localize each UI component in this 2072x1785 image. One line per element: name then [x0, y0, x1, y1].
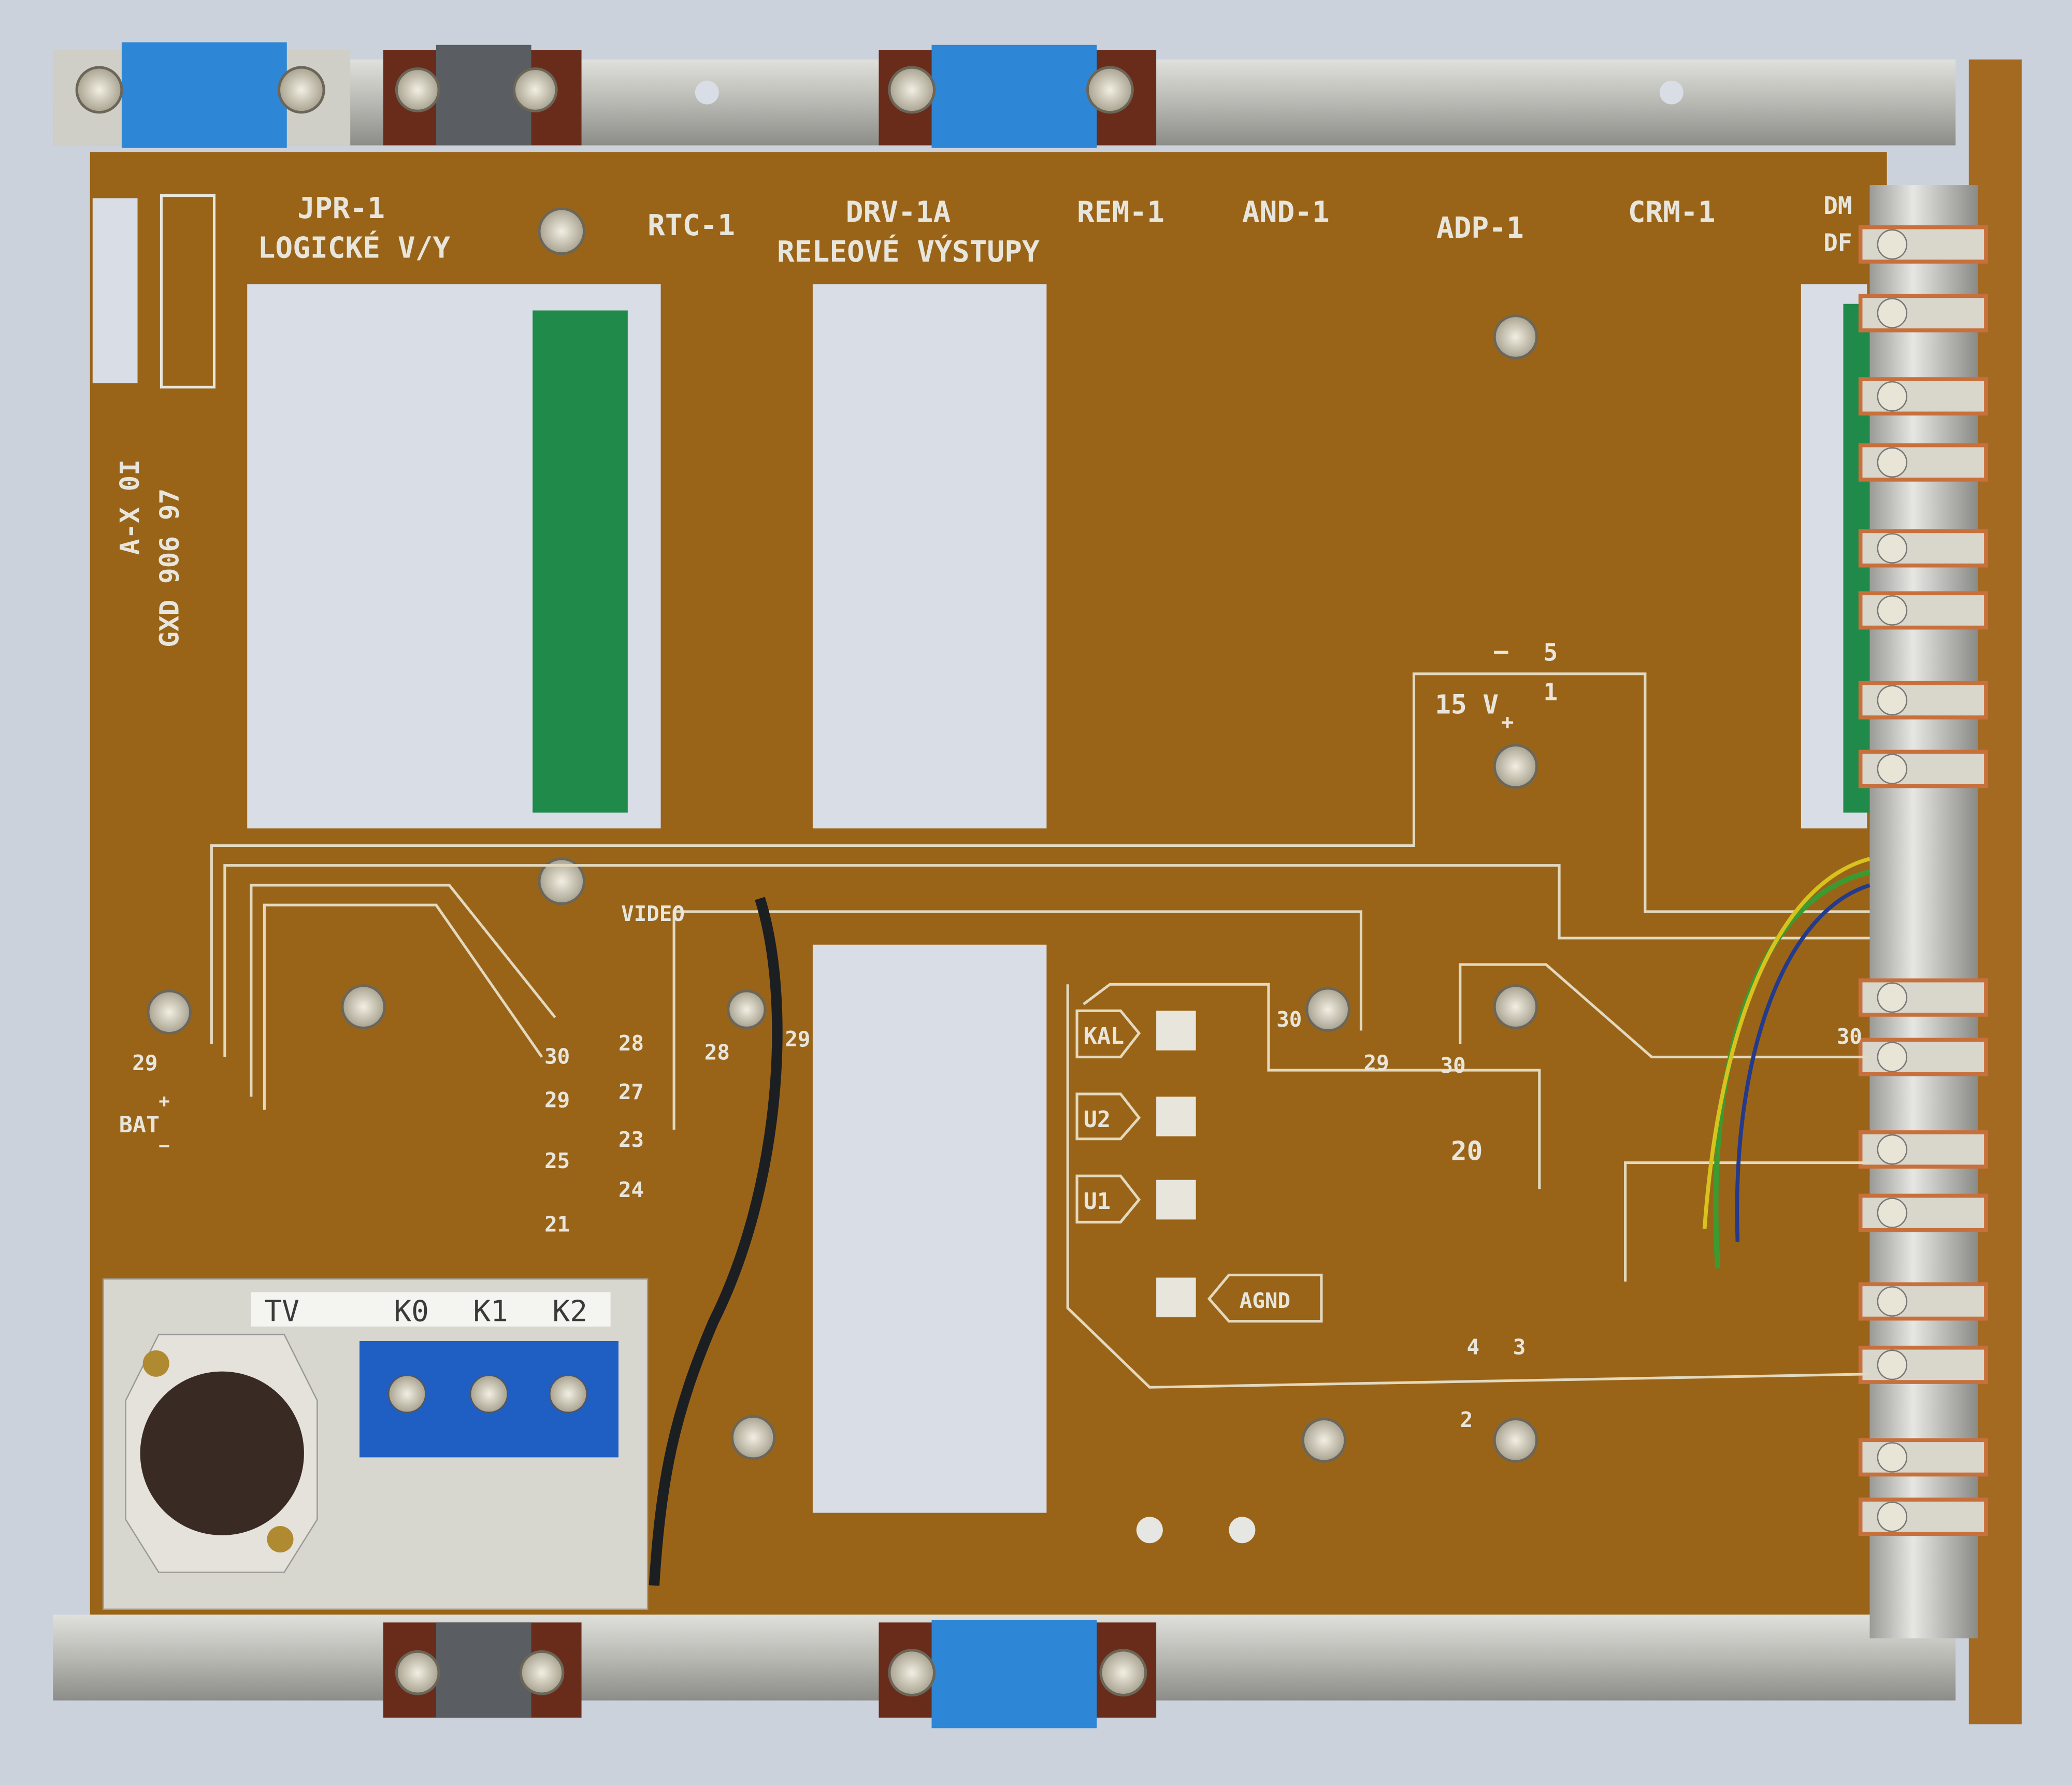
tab-screw: [1877, 1286, 1908, 1317]
label-relay: RELEOVÉ VÝSTUPY: [777, 234, 1040, 269]
tab-screw: [1877, 533, 1908, 564]
mounting-hole: [1659, 80, 1684, 105]
label-dm: DM: [1823, 192, 1852, 220]
tab-screw: [1877, 1349, 1908, 1380]
copper-tabs: [1858, 225, 1988, 1536]
tab-screw: [1877, 1134, 1908, 1165]
pin-label: 29: [132, 1050, 157, 1075]
pin-label: 24: [618, 1177, 644, 1202]
revision-mark: A-X 0I: [115, 459, 146, 555]
label-video: VIDEO: [621, 901, 685, 926]
terminal-label-k2: K2: [552, 1295, 587, 1329]
copper-tab: [1858, 529, 1988, 568]
label-bat: BAT: [119, 1112, 160, 1138]
tab-screw: [1877, 381, 1908, 412]
power-plus: +: [1501, 710, 1514, 735]
terminal-label-tv: TV: [264, 1295, 299, 1329]
tab-screw: [1877, 1198, 1908, 1228]
pin-label: 30: [1441, 1053, 1466, 1078]
pin-label: 29: [1364, 1050, 1389, 1075]
terminal-label-k1: K1: [473, 1295, 508, 1329]
terminal-screws[interactable]: [387, 1375, 588, 1413]
front-bar: [1869, 185, 1978, 1638]
pin-label: 2: [1460, 1407, 1473, 1432]
pin-label: 3: [1513, 1334, 1526, 1359]
label-bat-minus: −: [159, 1135, 169, 1157]
tab-screw: [1877, 298, 1908, 328]
screws: [75, 66, 1538, 1697]
part-number: GXD 906 97: [155, 488, 185, 647]
label-u1: U1: [1084, 1189, 1111, 1215]
tab-screw: [1877, 1501, 1908, 1532]
power-pin-1: 1: [1543, 678, 1558, 706]
pin-label: 27: [618, 1079, 644, 1104]
mounting-hole: [695, 80, 719, 105]
label-logic: LOGICKÉ V/Y: [258, 229, 451, 265]
tab-screw: [1877, 1042, 1908, 1072]
pin-label: 29: [785, 1027, 810, 1052]
label-u2: U2: [1084, 1107, 1111, 1133]
pin-label: 25: [544, 1148, 570, 1173]
tape-strips: [121, 42, 1097, 1729]
pin-label: 28: [704, 1040, 730, 1065]
din-socket[interactable]: [140, 1371, 304, 1535]
pin-numbers: 29 30 28 29 27 25 23 21 24 28 29 30 29 3…: [132, 1007, 1862, 1432]
copper-traces: [210, 672, 1870, 1389]
tab-screw: [1877, 447, 1908, 478]
signal-pads: [1156, 1011, 1196, 1318]
pin-label: 30: [544, 1044, 570, 1069]
pin-label: 20: [1451, 1136, 1483, 1167]
tab-screw: [1877, 595, 1908, 626]
copper-tab: [1858, 681, 1988, 719]
wire-blue: [1735, 883, 1870, 1242]
mounting-hole: [1229, 1517, 1256, 1544]
pin-label: 23: [618, 1127, 644, 1152]
power-pin-5: 5: [1543, 638, 1558, 666]
pin-label: 29: [544, 1087, 570, 1112]
label-jpr: JPR-1: [297, 192, 385, 225]
tab-screw: [1877, 685, 1908, 716]
wire-yellow: [1702, 857, 1870, 1229]
power-minus: −: [1493, 637, 1509, 667]
pin-label: 4: [1467, 1334, 1480, 1359]
terminal-label-k0: K0: [394, 1295, 429, 1329]
copper-tab: [1858, 1345, 1988, 1384]
label-agnd: AGND: [1240, 1288, 1290, 1313]
terminal-label-strip: [251, 1292, 611, 1327]
label-kal: KAL: [1084, 1024, 1124, 1049]
label-box: [160, 194, 216, 388]
label-rtc: RTC-1: [648, 209, 735, 242]
tab-screw: [1877, 1442, 1908, 1473]
tab-screw: [1877, 754, 1908, 784]
tab-screw: [1877, 229, 1908, 260]
power-voltage: 15 V: [1435, 689, 1499, 720]
tab-screw: [1877, 982, 1908, 1013]
label-rem: REM-1: [1077, 196, 1164, 229]
signal-tags: [1075, 1009, 1323, 1323]
pin-label: 28: [618, 1031, 644, 1056]
pin-label: 21: [544, 1212, 570, 1236]
label-bat-plus: +: [159, 1090, 169, 1112]
mounting-hole: [1136, 1517, 1163, 1544]
label-and: AND-1: [1242, 196, 1330, 229]
label-adp: ADP-1: [1436, 211, 1524, 245]
label-crm: CRM-1: [1628, 196, 1716, 229]
label-drv: DRV-1A: [846, 196, 951, 229]
pin-label: 30: [1276, 1007, 1302, 1032]
pin-label: 30: [1837, 1024, 1862, 1049]
label-df: DF: [1823, 229, 1852, 257]
video-cable: [649, 897, 783, 1586]
